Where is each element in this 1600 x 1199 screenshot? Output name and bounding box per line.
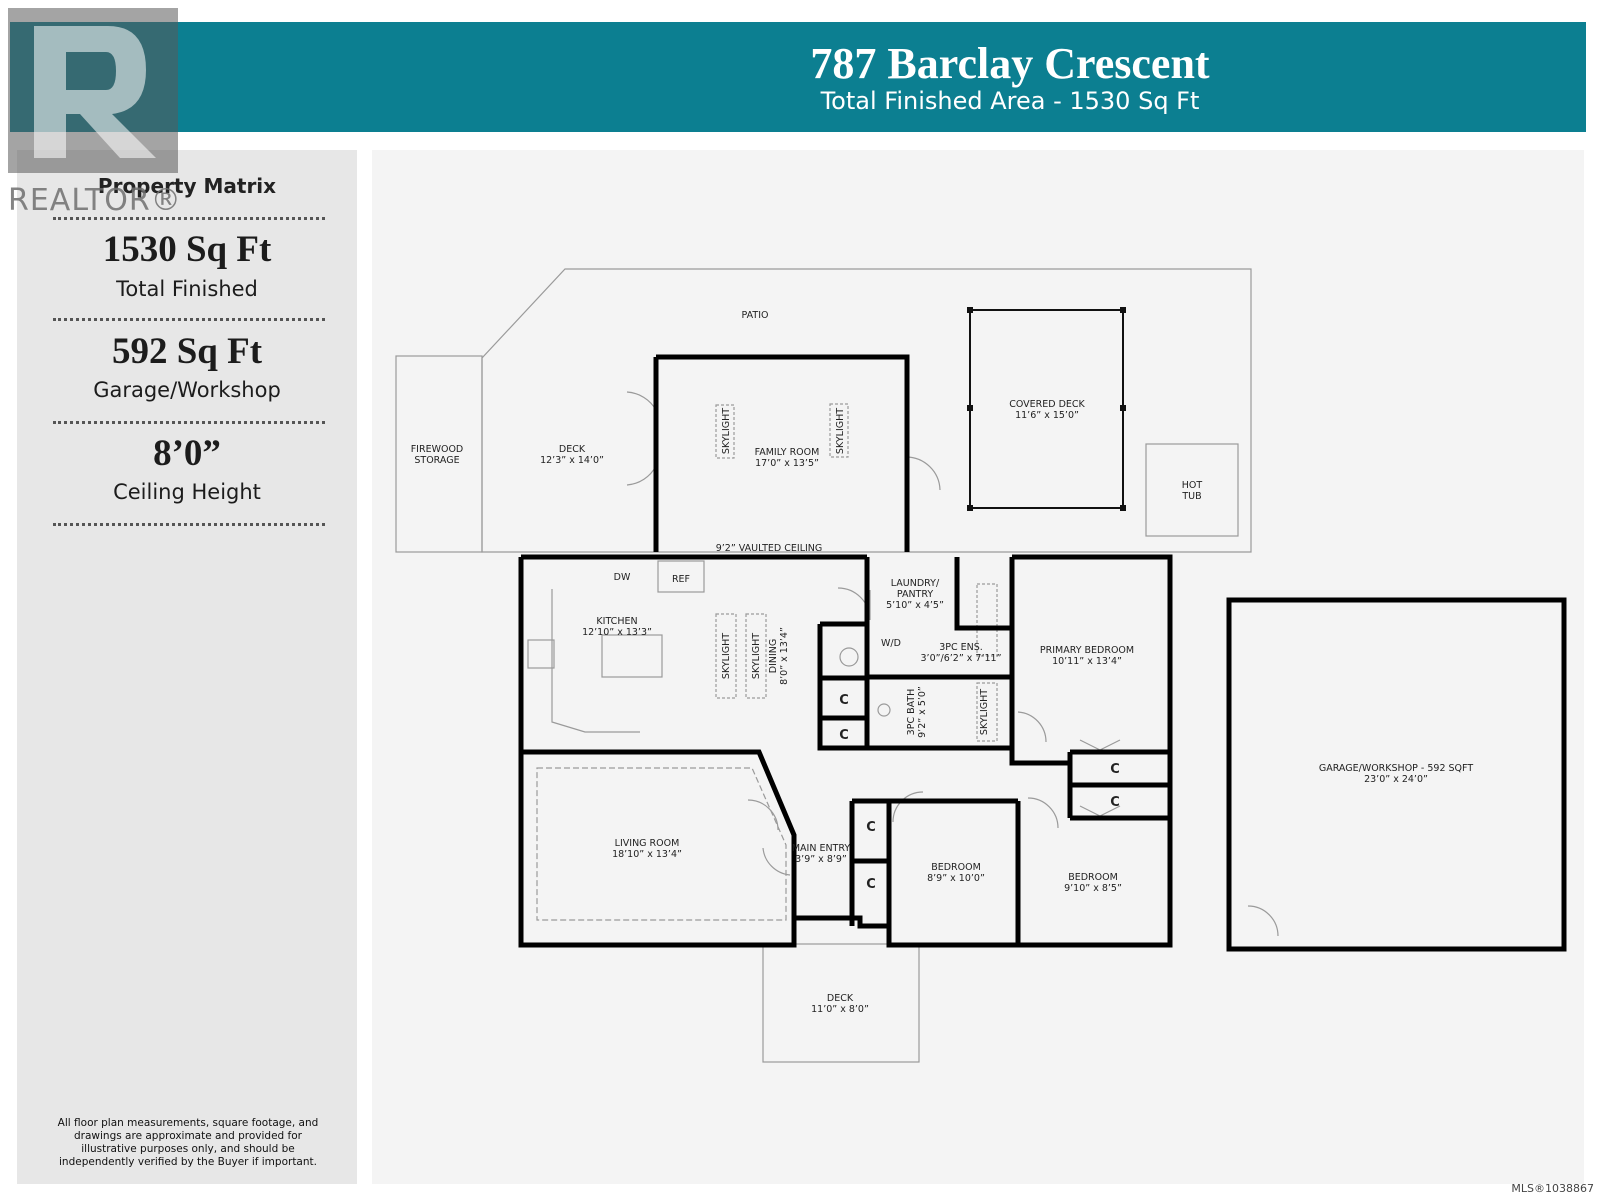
header-banner: 787 Barclay Crescent Total Finished Area…	[10, 22, 1586, 132]
label-kitchen: KITCHEN	[596, 616, 637, 627]
garage-walls	[1226, 597, 1567, 952]
floor-plan: PATIO FIREWOOD STORAGE DECK 12’3” x 14’0…	[395, 268, 1567, 1063]
label-bedroom-dim: 8’9” x 10’0”	[927, 873, 985, 884]
label-bedroom-dim: 9’10” x 8’5”	[1064, 883, 1122, 894]
label-skylight: SKYLIGHT	[835, 408, 846, 454]
label-closet: C	[1110, 762, 1120, 777]
label-bedroom: BEDROOM	[931, 862, 981, 873]
realtor-logo-text: REALTOR®	[8, 183, 182, 218]
label-skylight: SKYLIGHT	[751, 633, 762, 679]
label-laundry-dim: 5’10” x 4’5”	[886, 600, 944, 611]
sidebar-heading: Property Matrix	[97, 174, 277, 198]
label-deck-back: DECK	[559, 444, 586, 455]
front-deck-outline	[762, 943, 920, 1063]
label-closet: C	[866, 820, 876, 835]
label-bath: 3PC BATH	[906, 689, 917, 736]
label-firewood-1: FIREWOOD	[411, 444, 464, 455]
label-closet: C	[866, 877, 876, 892]
label-skylight: SKYLIGHT	[979, 689, 990, 735]
label-vaulted-ceiling: 9’2” VAULTED CEILING	[716, 543, 823, 554]
label-garage-dim: 23’0” x 24’0”	[1364, 774, 1428, 785]
label-laundry-2: PANTRY	[897, 589, 934, 600]
label-firewood-2: STORAGE	[414, 455, 459, 466]
stat-value-total-finished: 1530 Sq Ft	[102, 229, 272, 270]
firewood-storage-outline	[395, 355, 483, 553]
label-deck-front: DECK	[827, 993, 854, 1004]
label-covered-deck-dim: 11’6” x 15’0”	[1015, 410, 1079, 421]
label-patio: PATIO	[742, 310, 769, 321]
label-closet: C	[839, 728, 849, 743]
label-dishwasher: DW	[614, 572, 631, 583]
label-skylight: SKYLIGHT	[721, 408, 732, 454]
label-deck-back-dim: 12’3” x 14’0”	[540, 455, 604, 466]
stat-label-total-finished: Total Finished	[116, 277, 258, 301]
label-hot-tub-1: HOT	[1182, 480, 1203, 491]
label-main-entry-dim: 3’9” x 8’9”	[795, 854, 847, 865]
family-room-walls	[653, 354, 910, 552]
covered-deck-outline	[969, 309, 1124, 509]
label-laundry-1: LAUNDRY/	[891, 578, 940, 589]
realtor-logo: REALTOR®	[8, 8, 188, 218]
realtor-r-logo-icon	[8, 8, 178, 173]
label-living-room-dim: 18’10” x 13’4”	[612, 849, 682, 860]
stat-label-garage: Garage/Workshop	[93, 378, 281, 402]
label-primary-bedroom: PRIMARY BEDROOM	[1040, 645, 1134, 656]
label-refrigerator: REF	[672, 574, 690, 585]
dotted-divider	[53, 523, 325, 526]
total-area-subtitle: Total Finished Area - 1530 Sq Ft	[820, 87, 1200, 115]
label-living-room: LIVING ROOM	[615, 838, 680, 849]
label-ensuite-dim: 3’0”/6’2” x 7’11”	[921, 653, 1002, 664]
label-dining-dim: 8’0” x 13’4”	[779, 627, 790, 685]
property-matrix-sidebar: Property Matrix 1530 Sq Ft Total Finishe…	[17, 150, 357, 1184]
mls-number: MLS®1038867	[1511, 1182, 1594, 1195]
label-closet: C	[839, 693, 849, 708]
floor-plan-panel: PATIO FIREWOOD STORAGE DECK 12’3” x 14’0…	[372, 150, 1584, 1184]
patio-outline	[481, 268, 1252, 553]
stat-value-garage: 592 Sq Ft	[111, 331, 263, 372]
dotted-divider	[53, 217, 325, 220]
dotted-divider	[53, 421, 325, 424]
label-family-room: FAMILY ROOM	[755, 447, 820, 458]
stat-label-ceiling: Ceiling Height	[113, 480, 261, 504]
label-skylight: SKYLIGHT	[721, 633, 732, 679]
label-deck-front-dim: 11’0” x 8’0”	[811, 1004, 869, 1015]
label-kitchen-dim: 12’10” x 13’3”	[582, 627, 652, 638]
label-main-entry: MAIN ENTRY	[792, 843, 851, 854]
label-family-room-dim: 17’0” x 13’5”	[755, 458, 819, 469]
dotted-divider	[53, 318, 325, 321]
hot-tub-outline	[1145, 443, 1239, 537]
property-address-title: 787 Barclay Crescent	[810, 39, 1210, 88]
label-closet: C	[1110, 795, 1120, 810]
label-ensuite: 3PC ENS.	[939, 642, 983, 653]
label-garage: GARAGE/WORKSHOP - 592 SQFT	[1319, 763, 1473, 774]
stat-value-ceiling: 8’0”	[153, 433, 221, 474]
disclaimer-text: All floor plan measurements, square foot…	[57, 1117, 319, 1168]
label-primary-bedroom-dim: 10’11” x 13’4”	[1052, 656, 1122, 667]
label-bedroom: BEDROOM	[1068, 872, 1118, 883]
label-hot-tub-2: TUB	[1181, 491, 1201, 502]
main-house-walls	[518, 554, 1173, 948]
label-bath-dim: 9’2” x 5’0”	[917, 686, 928, 738]
label-dining: DINING	[768, 639, 779, 674]
label-covered-deck: COVERED DECK	[1009, 399, 1085, 410]
label-washer-dryer: W/D	[881, 638, 901, 649]
